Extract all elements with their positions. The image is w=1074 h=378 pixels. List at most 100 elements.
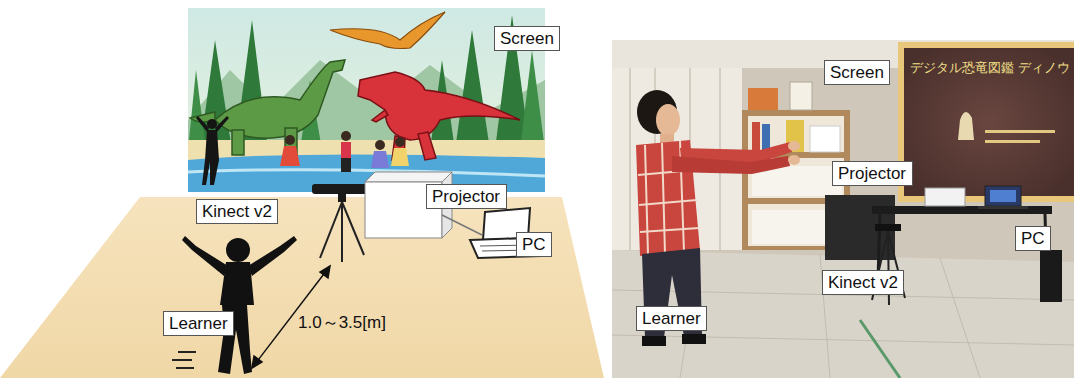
screen-scene-part-part	[455, 30, 490, 150]
floor-part	[0, 197, 604, 378]
callout-text: Projector	[838, 163, 906, 184]
photo-part-part	[662, 143, 665, 254]
photo-part	[642, 248, 702, 338]
screen-scene-part-part	[520, 50, 545, 150]
callout-text: Screen	[830, 62, 884, 83]
callout-text: Learner	[169, 313, 228, 334]
photo-part-part	[752, 122, 760, 152]
projector-part	[365, 172, 452, 182]
photo-part	[788, 141, 800, 151]
photo-part	[656, 104, 680, 136]
screen-scene-part-part	[371, 151, 389, 168]
callout-text: PC	[1021, 228, 1045, 249]
photo-part	[1040, 250, 1062, 302]
photo-part-part	[645, 145, 648, 255]
photo-part	[985, 130, 1055, 133]
learner-silhouette-part	[248, 236, 297, 276]
screen-scene-part-part	[341, 158, 351, 172]
callout-box: Learner	[163, 311, 234, 336]
callout-text: Projector	[432, 186, 500, 207]
screen-scene-part-part	[232, 130, 244, 155]
distance-arrow-part	[320, 266, 330, 278]
callout-text: PC	[522, 234, 546, 255]
photo-part-part	[629, 68, 631, 250]
photo-part	[682, 334, 706, 344]
photo-part	[985, 140, 1040, 143]
screen-scene-part-part	[330, 12, 445, 49]
distance-arrow-part	[252, 356, 262, 368]
screen-scene-part	[330, 12, 445, 49]
photo-part-part	[640, 228, 699, 232]
photo-part	[925, 188, 965, 206]
screen-scene-part	[188, 8, 545, 192]
screen-scene-part-part	[188, 70, 206, 150]
callout-text: Kinect v2	[828, 272, 898, 293]
motion-lines-part	[176, 367, 194, 369]
callout-box: PC	[516, 232, 552, 257]
learner-silhouette	[182, 236, 297, 374]
screen-scene-part-part	[341, 142, 351, 158]
screen-scene-part-part	[391, 148, 409, 166]
callout-text: Kinect v2	[202, 201, 272, 222]
screen-scene-part-part	[202, 130, 219, 185]
photo-part	[904, 48, 1074, 196]
screen-scene-part	[188, 170, 545, 176]
callout-box: Projector	[832, 161, 913, 186]
callout-text: Learner	[642, 308, 701, 329]
screen-scene-part-part	[395, 137, 405, 147]
learner-silhouette-part	[182, 236, 228, 276]
callout-box: Screen	[824, 60, 890, 85]
screen-scene	[188, 8, 545, 192]
photo-part-part	[940, 258, 980, 378]
screen-scene-part-part	[285, 135, 295, 145]
screen-scene-part-part	[215, 116, 229, 132]
screen-text: デジタル恐竜図鑑 ディノウ	[910, 60, 1070, 76]
motion-lines-part	[172, 359, 192, 361]
screen-scene-part-part	[215, 60, 345, 138]
learner-silhouette-part	[226, 238, 250, 262]
photo-part	[788, 155, 800, 165]
photo-part	[990, 190, 1016, 202]
photo-part	[898, 42, 1074, 202]
projector-part	[442, 215, 482, 235]
screen-scene-part	[280, 131, 409, 172]
photo-part	[875, 224, 901, 231]
photo-part-part	[612, 335, 1074, 345]
screen-scene-part-part	[372, 110, 388, 122]
callout-box: Kinect v2	[822, 270, 904, 295]
screen-scene-part	[358, 72, 520, 160]
photo-part	[860, 320, 900, 378]
screen-scene-part-part	[280, 146, 300, 166]
kinect-tripod-part	[320, 202, 342, 258]
photo-part	[978, 206, 1028, 209]
photo-part	[642, 336, 666, 346]
photo-part	[872, 206, 1052, 214]
kinect-tripod-part	[312, 184, 372, 194]
screen-scene-part-part	[375, 140, 385, 150]
photo	[612, 40, 1074, 378]
callout-text: Screen	[500, 28, 554, 49]
callout-box: PC	[1015, 226, 1051, 251]
motion-lines-part	[178, 351, 196, 353]
callout-box: Kinect v2	[196, 199, 278, 224]
photo-part	[612, 40, 1074, 378]
motion-lines	[172, 352, 196, 368]
distance-label: 1.0～3.5[m]	[298, 312, 386, 333]
photo-part	[985, 186, 1021, 206]
photo-part	[958, 112, 974, 140]
floor	[0, 197, 604, 378]
photo-part	[790, 82, 812, 110]
callout-box: Projector	[426, 184, 507, 209]
kinect-tripod-part	[342, 202, 364, 255]
photo-part	[672, 156, 790, 174]
callout-box: Learner	[636, 306, 707, 331]
callout-box: Screen	[494, 26, 560, 51]
photo-part	[748, 88, 778, 110]
kinect-tripod-part	[338, 194, 346, 202]
screen-scene-part-part	[196, 116, 209, 132]
screen-scene-part-part	[358, 72, 520, 140]
screen-scene-part-part	[418, 132, 436, 160]
